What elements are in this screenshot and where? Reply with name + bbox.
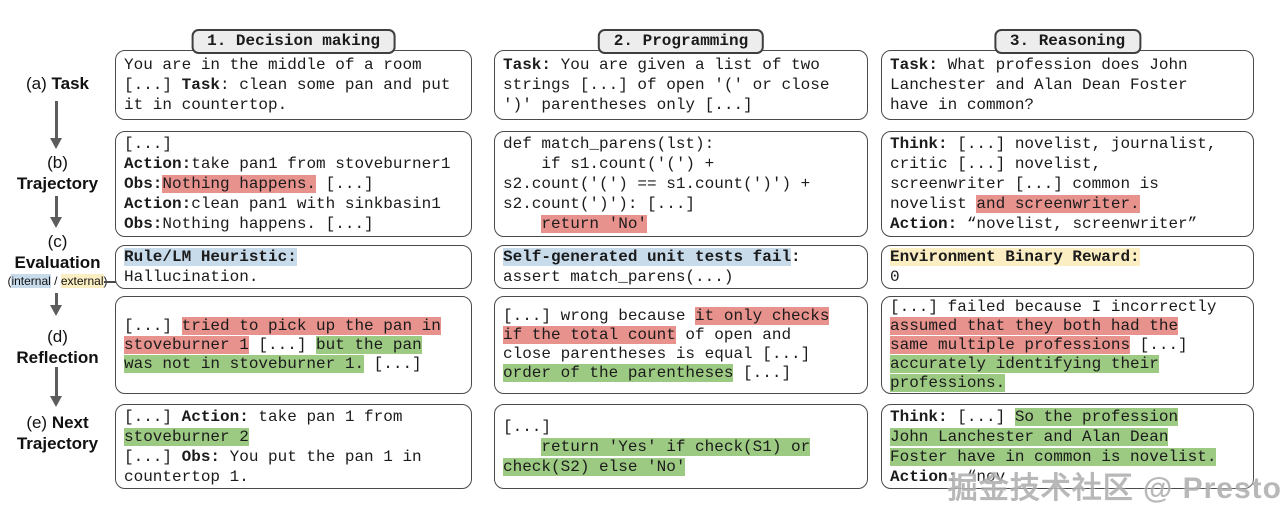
stage-label-trajectory: (b) Trajectory bbox=[16, 153, 99, 193]
evaluation-box: Environment Binary Reward: 0 bbox=[881, 245, 1254, 289]
column-title-tab: 2. Programming bbox=[597, 29, 765, 54]
task-text: Task: You are given a list of two string… bbox=[503, 56, 830, 114]
evaluation-box: Self-generated unit tests fail: assert m… bbox=[494, 245, 868, 289]
stage-label-evaluation-sub: (internal / external) bbox=[7, 274, 108, 288]
task-box: You are in the middle of a room [...] Ta… bbox=[115, 50, 472, 120]
column-title-tab: 3. Reasoning bbox=[993, 29, 1142, 54]
stage-label-next-trajectory: (e) Next Trajectory bbox=[16, 413, 99, 453]
column-decision-making: 1. Decision making You are in the middle… bbox=[115, 0, 472, 514]
next-trajectory-box: [...] return 'Yes' if check(S1) or check… bbox=[494, 404, 868, 489]
stage-label-rail: (a) Task (b) Trajectory (c) Evaluation (… bbox=[0, 0, 115, 514]
next-trajectory-text: Think: [...] So the profession John Lanc… bbox=[890, 407, 1217, 486]
watermark: 掘金技术社区 @ Presto bbox=[947, 472, 1282, 505]
task-text: You are in the middle of a room [...] Ta… bbox=[124, 56, 451, 114]
column-programming: 2. Programming Task: You are given a lis… bbox=[494, 0, 868, 514]
trajectory-text: [...] Action:take pan1 from stoveburner1… bbox=[124, 135, 451, 233]
evaluation-text: Rule/LM Heuristic: Hallucination. bbox=[124, 248, 297, 286]
evaluation-connector-line bbox=[104, 281, 116, 283]
stage-label-task: (a) Task bbox=[26, 74, 89, 93]
next-trajectory-text: [...] return 'Yes' if check(S1) or check… bbox=[503, 417, 811, 476]
task-box: Task: What profession does John Lanchest… bbox=[881, 50, 1254, 120]
trajectory-text: def match_parens(lst): if s1.count('(') … bbox=[503, 135, 811, 233]
trajectory-box: [...] Action:take pan1 from stoveburner1… bbox=[115, 131, 472, 237]
reflection-text: [...] tried to pick up the pan in stoveb… bbox=[124, 316, 441, 373]
task-text: Task: What profession does John Lanchest… bbox=[890, 56, 1188, 114]
trajectory-box: Think: [...] novelist, journalist, criti… bbox=[881, 131, 1254, 237]
next-trajectory-box: [...] Action: take pan 1 from stoveburne… bbox=[115, 404, 472, 489]
task-box: Task: You are given a list of two string… bbox=[494, 50, 868, 120]
next-trajectory-box: Think: [...] So the profession John Lanc… bbox=[881, 404, 1254, 489]
column-title-tab: 1. Decision making bbox=[191, 29, 396, 54]
evaluation-text: Environment Binary Reward: 0 bbox=[890, 248, 1140, 286]
reflection-box: [...] failed because I incorrectly assum… bbox=[881, 296, 1254, 394]
down-arrow-icon bbox=[50, 101, 62, 149]
down-arrow-icon bbox=[50, 293, 62, 316]
trajectory-box: def match_parens(lst): if s1.count('(') … bbox=[494, 131, 868, 237]
trajectory-text: Think: [...] novelist, journalist, criti… bbox=[890, 135, 1217, 233]
reflection-box: [...] wrong because it only checks if th… bbox=[494, 296, 868, 394]
stage-label-reflection: (d) Reflection bbox=[16, 327, 99, 367]
reflection-text: [...] wrong because it only checks if th… bbox=[503, 307, 830, 382]
reflection-box: [...] tried to pick up the pan in stoveb… bbox=[115, 296, 472, 394]
evaluation-text: Self-generated unit tests fail: assert m… bbox=[503, 248, 801, 286]
reflection-text: [...] failed because I incorrectly assum… bbox=[890, 297, 1217, 392]
stage-label-evaluation: (c) Evaluation bbox=[14, 232, 101, 272]
next-trajectory-text: [...] Action: take pan 1 from stoveburne… bbox=[124, 407, 422, 486]
down-arrow-icon bbox=[50, 196, 62, 228]
column-reasoning: 3. Reasoning Task: What profession does … bbox=[881, 0, 1254, 514]
evaluation-box: Rule/LM Heuristic: Hallucination. bbox=[115, 245, 472, 289]
down-arrow-icon bbox=[50, 367, 62, 407]
